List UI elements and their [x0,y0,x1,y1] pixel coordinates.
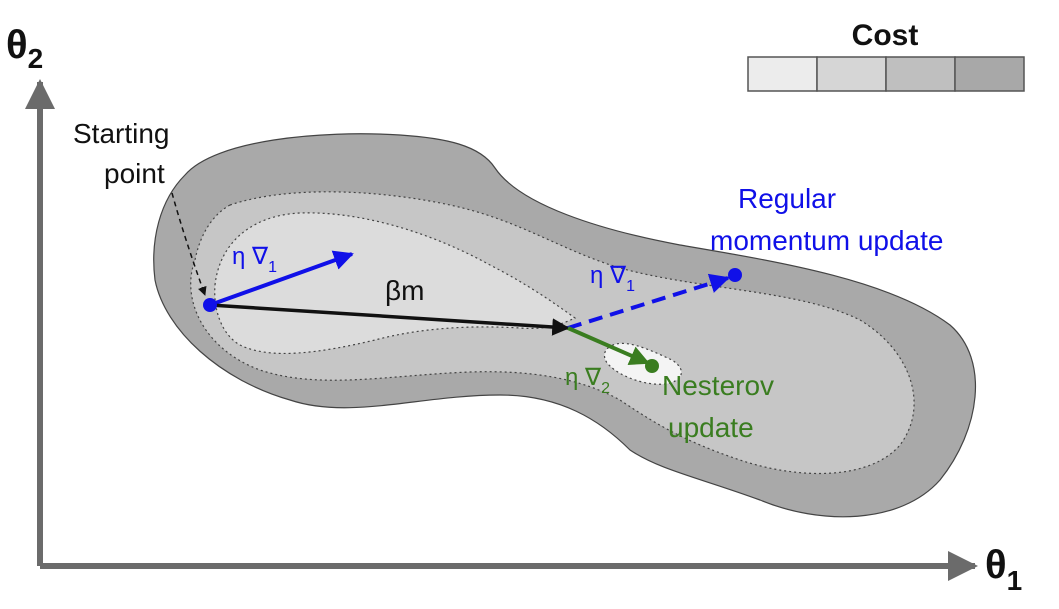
x-axis-label: θ1 [985,543,1022,596]
regular-update-label: Regular momentum update [710,183,943,256]
nesterov-update-label: Nesterov update [662,370,782,443]
legend-title: Cost [852,19,919,52]
regular-gradient-label: η ∇1 [590,262,635,295]
inner-cost-region [214,212,577,355]
cost-legend-swatch-2 [816,56,887,92]
momentum-arrow [209,303,570,336]
regular-update-dot [728,268,742,282]
y-axis-label: θ2 [6,23,43,74]
regular-gradient-arrow [567,273,730,330]
momentum-label: βm [385,275,424,306]
nesterov-gradient-label: η ∇2 [565,364,610,397]
gradient-1-label: η ∇1 [232,243,277,276]
cost-legend-bar [747,56,1025,92]
nesterov-gradient-arrow [567,326,650,365]
starting-point-dot [203,298,217,312]
gradient-1-arrow [209,250,354,307]
cost-legend-swatch-1 [747,56,818,92]
starting-point-pointer [171,192,207,296]
cost-legend-swatch-4 [954,56,1025,92]
cost-legend-swatch-3 [885,56,956,92]
starting-point-label: Starting point [73,118,177,189]
nesterov-update-dot [645,359,659,373]
